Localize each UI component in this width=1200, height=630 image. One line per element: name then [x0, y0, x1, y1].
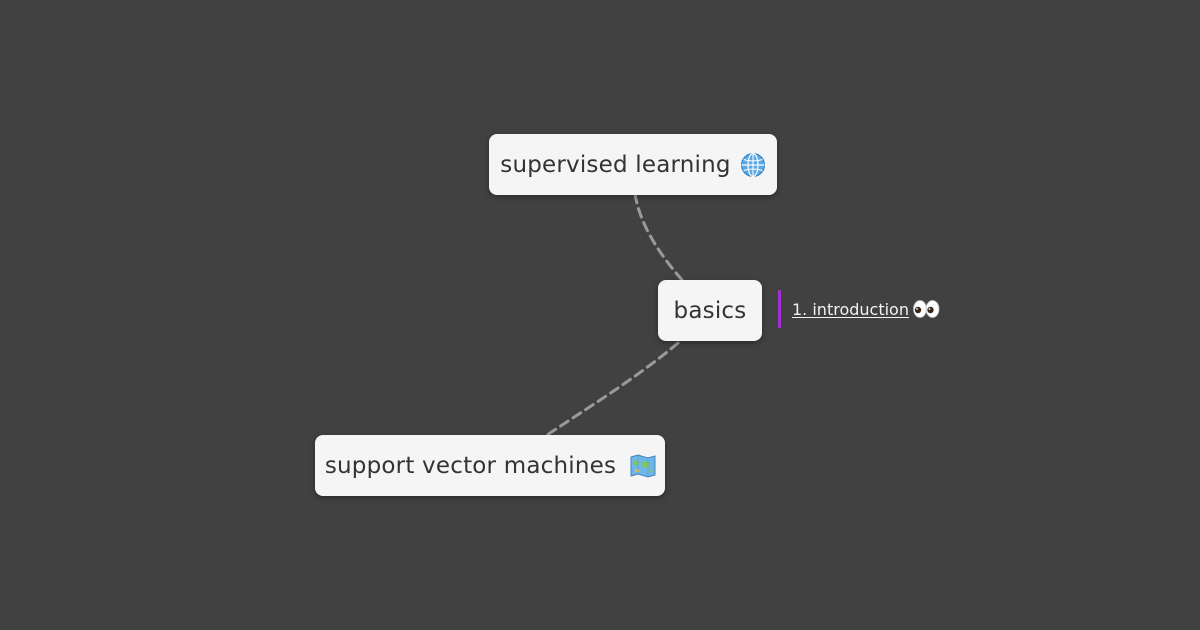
globe-icon: [740, 152, 766, 178]
link-introduction[interactable]: 1. introduction: [778, 290, 940, 328]
edge-supervised-to-basics: [633, 192, 685, 283]
node-support-vector-machines[interactable]: support vector machines: [315, 435, 665, 496]
node-label: basics: [673, 297, 747, 324]
node-basics[interactable]: basics: [658, 280, 762, 341]
accent-bar: [778, 290, 781, 328]
node-label: support vector machines: [324, 452, 617, 479]
edge-basics-to-svm: [545, 341, 680, 437]
world-map-icon: [629, 453, 656, 479]
node-label: supervised learning: [500, 151, 731, 178]
eyes-icon: [912, 299, 940, 319]
link-introduction-text[interactable]: 1. introduction: [792, 299, 909, 319]
node-supervised-learning[interactable]: supervised learning: [489, 134, 777, 195]
